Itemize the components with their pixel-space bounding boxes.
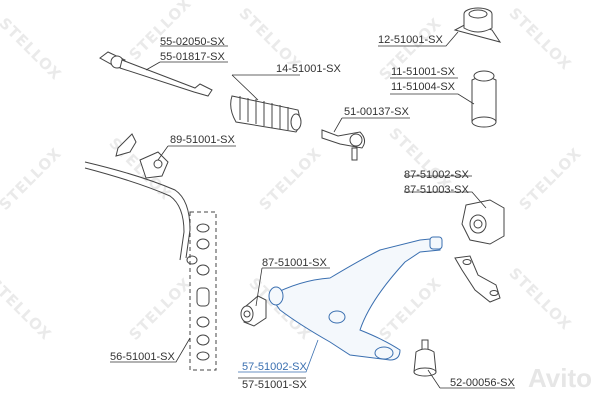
part-label-strut-mount: 12-51001-SX [378, 34, 443, 46]
steering-boot-part [230, 95, 302, 133]
part-label-tie-rod-2: 55-01817-SX [160, 51, 225, 63]
part-label-rear-bushing-1: 87-51002-SX [404, 169, 469, 181]
avito-watermark: Avito [527, 363, 592, 393]
tie-rod-end-part [321, 129, 366, 161]
leader-bump-stop [390, 77, 475, 105]
rear-bushing-bracket-part [454, 255, 501, 303]
control-arm-part [268, 236, 443, 361]
leader-front-bushing [255, 267, 330, 307]
leader-stabilizer-link [110, 337, 191, 363]
leader-tie-rod [145, 45, 228, 71]
part-label-tie-rod-1: 55-02050-SX [160, 36, 225, 48]
stabilizer-link-kit-part [189, 211, 217, 371]
part-label-control-arm-1: 57-51002-SX [242, 361, 307, 373]
leader-steering-boot [231, 74, 300, 101]
stabilizer-bushing-part [115, 133, 169, 179]
leader-ball-joint [427, 369, 515, 389]
part-label-bump-stop-2: 11-51004-SX [391, 81, 456, 93]
part-label-rear-bushing-2: 87-51003-SX [404, 184, 469, 196]
leader-tie-rod-end [333, 117, 410, 133]
part-label-ball-joint: 52-00056-SX [450, 377, 515, 389]
ball-joint-part [413, 339, 437, 377]
leader-control-arm [238, 339, 319, 373]
control-arm-rear-bushing-part [461, 199, 505, 245]
part-label-front-bushing: 87-51001-SX [262, 257, 327, 269]
part-label-steering-boot: 14-51001-SX [276, 63, 341, 75]
part-label-tie-rod-end: 51-00137-SX [344, 106, 409, 118]
leader-stabilizer-bushing [157, 145, 236, 161]
control-arm-front-bushing-part [240, 295, 267, 327]
leader-strut-mount [378, 31, 459, 47]
tie-rod-part [99, 51, 213, 97]
part-label-stabilizer-link: 56-51001-SX [110, 351, 175, 363]
stabilizer-bar-part [84, 161, 198, 265]
leader-rear-bushing [404, 175, 487, 209]
part-label-stabilizer-bushing: 89-51001-SX [170, 134, 235, 146]
strut-mount-part [453, 7, 502, 43]
bump-stop-boot-part [471, 70, 497, 128]
part-label-control-arm-2: 57-51001-SX [242, 379, 307, 391]
part-label-bump-stop-1: 11-51001-SX [391, 66, 456, 78]
